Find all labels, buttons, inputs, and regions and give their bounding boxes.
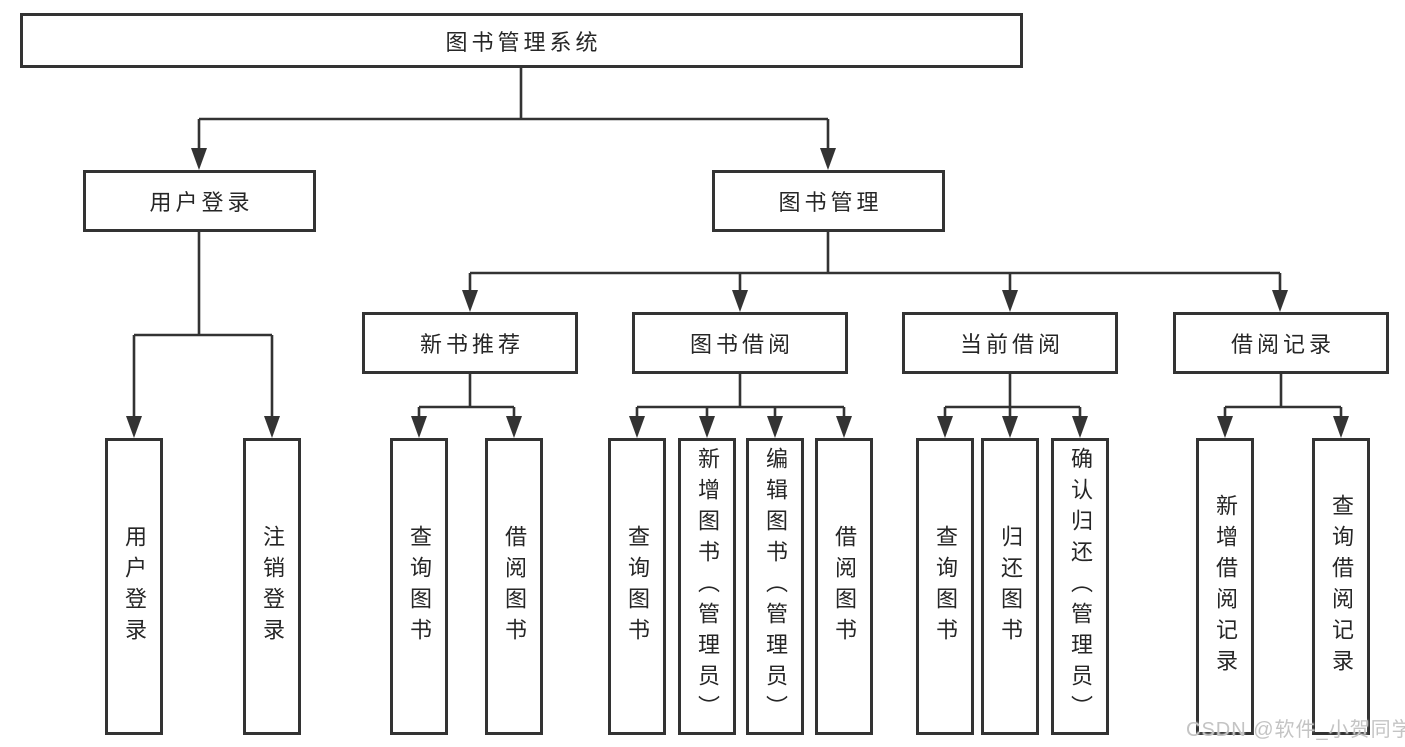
leaf-recommend-borrow-books-label: 借阅图书 xyxy=(502,524,527,649)
leaf-borrow-add-books-label: 新增图书（管理员） xyxy=(695,447,720,726)
leaf-recommend-query-books-label: 查询图书 xyxy=(407,524,432,649)
leaf-logout: 注销登录 xyxy=(243,438,301,735)
node-borrow-records-label: 借阅记录 xyxy=(1230,332,1335,357)
node-book-borrow: 图书借阅 xyxy=(632,312,848,374)
connector-borrow-records-to-leaves xyxy=(1217,374,1349,438)
leaf-current-query-books: 查询图书 xyxy=(916,438,974,735)
node-new-book-recommend-label: 新书推荐 xyxy=(419,332,524,357)
connector-root-to-level2 xyxy=(191,68,836,170)
node-user-login-label: 用户登录 xyxy=(149,190,254,215)
leaf-records-add-record: 新增借阅记录 xyxy=(1196,438,1254,735)
leaf-current-confirm-return-label: 确认归还（管理员） xyxy=(1068,447,1093,726)
connector-new-book-recommend-to-leaves xyxy=(411,374,522,438)
node-borrow-records: 借阅记录 xyxy=(1173,312,1389,374)
leaf-user-login: 用户登录 xyxy=(105,438,163,735)
leaf-records-add-record-label: 新增借阅记录 xyxy=(1213,493,1238,680)
leaf-borrow-borrow-books: 借阅图书 xyxy=(815,438,873,735)
leaf-current-return-books-label: 归还图书 xyxy=(998,524,1023,649)
leaf-current-return-books: 归还图书 xyxy=(981,438,1039,735)
node-book-management: 图书管理 xyxy=(712,170,945,232)
node-root: 图书管理系统 xyxy=(20,13,1023,68)
leaf-borrow-add-books: 新增图书（管理员） xyxy=(678,438,736,735)
node-user-login: 用户登录 xyxy=(83,170,316,232)
node-root-label: 图书管理系统 xyxy=(445,29,602,55)
leaf-user-login-label: 用户登录 xyxy=(122,524,147,649)
leaf-borrow-query-books-label: 查询图书 xyxy=(625,524,650,649)
node-book-management-label: 图书管理 xyxy=(778,190,883,215)
leaf-current-query-books-label: 查询图书 xyxy=(933,524,958,649)
connector-book-management-to-level3 xyxy=(462,232,1288,312)
node-book-borrow-label: 图书借阅 xyxy=(689,332,794,357)
node-new-book-recommend: 新书推荐 xyxy=(362,312,578,374)
connector-user-login-to-leaves xyxy=(126,232,280,438)
leaf-current-confirm-return: 确认归还（管理员） xyxy=(1051,438,1109,735)
node-current-borrow: 当前借阅 xyxy=(902,312,1118,374)
connector-current-borrow-to-leaves xyxy=(937,374,1088,438)
leaf-borrow-edit-books-label: 编辑图书（管理员） xyxy=(763,447,788,726)
leaf-borrow-edit-books: 编辑图书（管理员） xyxy=(746,438,804,735)
csdn-watermark: CSDN @软件_小贺同学 xyxy=(1186,719,1405,741)
leaf-records-query-record: 查询借阅记录 xyxy=(1312,438,1370,735)
leaf-recommend-query-books: 查询图书 xyxy=(390,438,448,735)
leaf-records-query-record-label: 查询借阅记录 xyxy=(1329,493,1354,680)
leaf-logout-label: 注销登录 xyxy=(260,524,285,649)
leaf-recommend-borrow-books: 借阅图书 xyxy=(485,438,543,735)
leaf-borrow-borrow-books-label: 借阅图书 xyxy=(832,524,857,649)
node-current-borrow-label: 当前借阅 xyxy=(959,332,1064,357)
leaf-borrow-query-books: 查询图书 xyxy=(608,438,666,735)
connector-book-borrow-to-leaves xyxy=(629,374,852,438)
